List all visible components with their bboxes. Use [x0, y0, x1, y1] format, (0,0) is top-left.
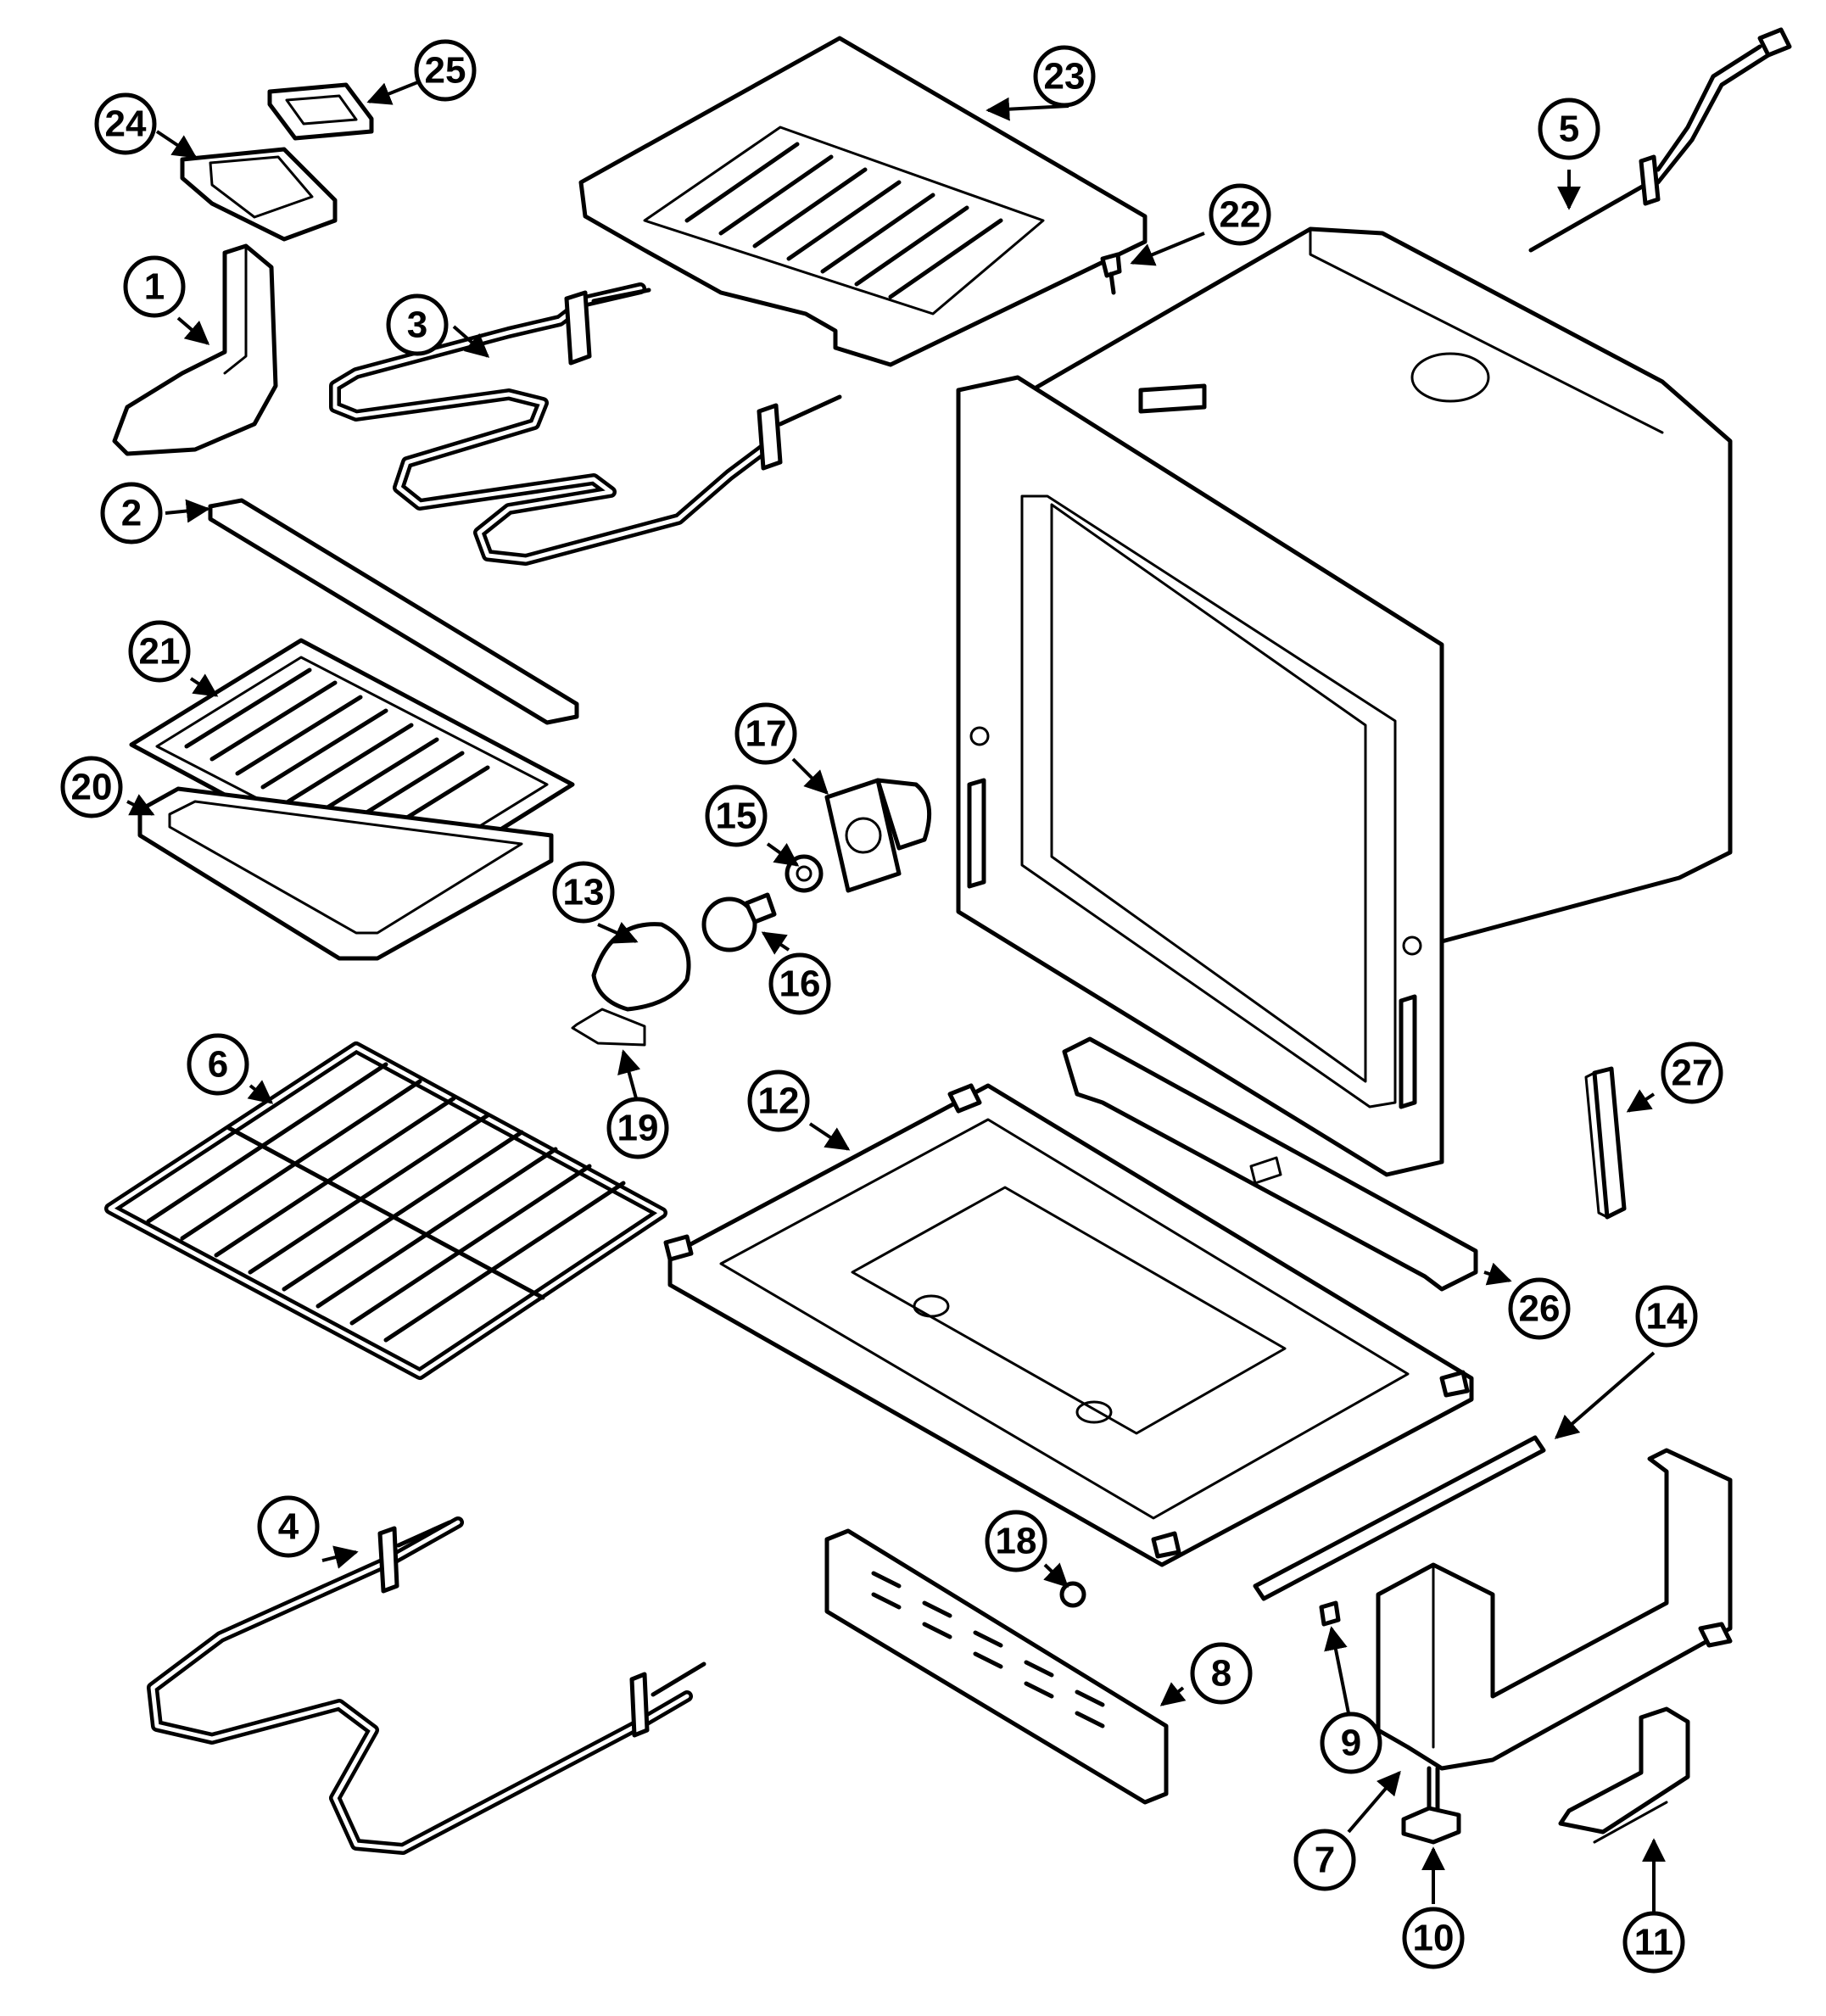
oven-cavity: [956, 226, 1733, 1177]
callout-9: 9: [1320, 1712, 1382, 1774]
callout-10: 10: [1402, 1907, 1465, 1969]
callout-7-label: 7: [1315, 1840, 1335, 1881]
callout-14: 14: [1635, 1285, 1698, 1348]
callout-9-label: 9: [1341, 1723, 1361, 1764]
callout-3: 3: [386, 293, 449, 356]
callout-24: 24: [94, 92, 157, 155]
callout-18-label: 18: [996, 1521, 1037, 1562]
callout-23-label: 23: [1044, 56, 1086, 98]
callout-22: 22: [1209, 183, 1271, 246]
callout-21: 21: [128, 620, 191, 683]
part-4-bake-element: [147, 1516, 706, 1855]
callout-20: 20: [60, 756, 123, 818]
part-8-kick-panel: [824, 1528, 1169, 1805]
callout-1-label: 1: [144, 266, 165, 308]
callout-12-label: 12: [758, 1081, 800, 1122]
callout-26-label: 26: [1519, 1288, 1561, 1330]
callout-4-label: 4: [278, 1506, 299, 1548]
part-10-leveling-leg: [1401, 1766, 1461, 1845]
callout-24-label: 24: [105, 103, 147, 145]
part-11-anti-tip-bracket: [1558, 1706, 1690, 1844]
callout-13-label: 13: [563, 872, 605, 913]
callout-22-label: 22: [1220, 194, 1261, 236]
part-23-heat-shield: [578, 36, 1148, 367]
callout-20-label: 20: [71, 767, 113, 808]
part-19-lens-gasket: [571, 1008, 646, 1047]
callout-15: 15: [705, 785, 768, 847]
part-6-oven-rack: [104, 1042, 667, 1380]
callout-14-label: 14: [1646, 1296, 1688, 1337]
callout-25: 25: [414, 39, 477, 102]
callout-16: 16: [768, 952, 831, 1015]
part-17-light-socket: [824, 778, 932, 893]
part-24-bezel: [180, 147, 338, 242]
callout-8: 8: [1190, 1642, 1253, 1705]
callout-5-label: 5: [1559, 109, 1579, 150]
callout-27-label: 27: [1672, 1053, 1713, 1094]
callout-2-label: 2: [121, 493, 142, 534]
part-7-frame-bracket: [1376, 1448, 1733, 1771]
callout-17: 17: [734, 702, 797, 765]
part-27-vertical-strip: [1584, 1066, 1627, 1220]
callout-26: 26: [1508, 1277, 1571, 1340]
callout-5: 5: [1538, 98, 1600, 160]
part-12-oven-bottom: [663, 1083, 1474, 1567]
part-16-light-bulb: [701, 892, 777, 952]
part-2-bracket: [208, 498, 579, 725]
callout-13: 13: [552, 861, 615, 924]
callout-10-label: 10: [1413, 1918, 1455, 1959]
callout-4: 4: [257, 1495, 320, 1558]
callout-17-label: 17: [745, 713, 787, 755]
part-26-rear-bracket: [1062, 1036, 1478, 1292]
part-5-temp-sensor: [1528, 27, 1792, 253]
callout-15-label: 15: [716, 796, 757, 837]
callout-11-label: 11: [1634, 1922, 1674, 1963]
part-14-rail: [1253, 1435, 1546, 1601]
callout-7: 7: [1293, 1829, 1356, 1891]
part-18-grommet: [1059, 1581, 1086, 1608]
part-25-gasket: [267, 82, 374, 141]
callout-11: 11: [1622, 1911, 1685, 1974]
part-1-vent-duct: [112, 243, 278, 456]
callout-19: 19: [606, 1097, 669, 1159]
part-9-screw: [1319, 1600, 1341, 1627]
leader-lines: [126, 66, 1666, 1913]
callout-6: 6: [187, 1033, 249, 1096]
callout-1: 1: [123, 255, 186, 318]
callout-12: 12: [747, 1069, 810, 1132]
part-13-lens-cover: [591, 922, 691, 1012]
part-20-broil-pan: [137, 786, 554, 961]
part-22-screw: [1100, 252, 1122, 295]
callout-18: 18: [985, 1510, 1047, 1572]
part-3-broil-element: [329, 282, 842, 566]
callout-16-label: 16: [779, 963, 821, 1005]
callout-2: 2: [100, 482, 163, 544]
callout-8-label: 8: [1211, 1653, 1231, 1695]
callout-25-label: 25: [425, 50, 466, 92]
callout-6-label: 6: [208, 1044, 228, 1086]
callout-3-label: 3: [407, 304, 427, 346]
callout-19-label: 19: [617, 1108, 659, 1149]
callout-27: 27: [1661, 1042, 1723, 1104]
callout-23: 23: [1033, 45, 1096, 108]
callout-21-label: 21: [139, 631, 181, 673]
